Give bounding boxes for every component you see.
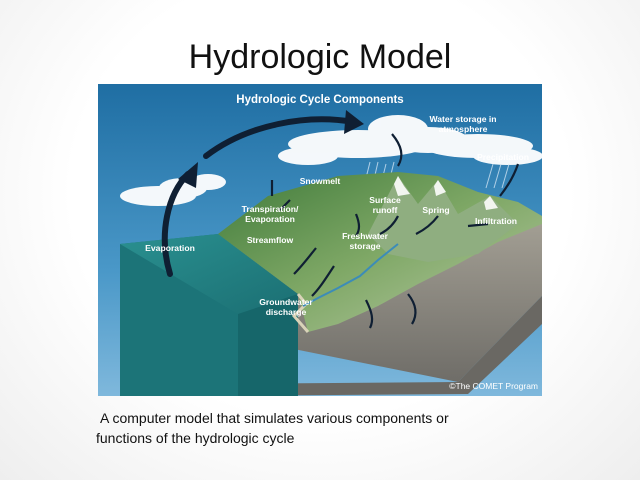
label-groundwater-line1: Groundwater bbox=[259, 297, 313, 307]
label-spring: Spring bbox=[422, 205, 449, 215]
label-precipitation: Precipitation bbox=[477, 152, 529, 162]
ocean-side bbox=[238, 294, 298, 396]
snowcap-3 bbox=[484, 196, 498, 210]
label-evaporation: Evaporation bbox=[145, 243, 195, 253]
diagram-title: Hydrologic Cycle Components bbox=[236, 94, 403, 106]
diagram-graphic: Hydrologic Cycle Components Water storag… bbox=[98, 84, 542, 396]
label-freshwater-line2: storage bbox=[349, 241, 380, 251]
label-groundwater-line2: discharge bbox=[266, 307, 307, 317]
label-transpiration-line2: Evaporation bbox=[245, 214, 295, 224]
process-arrows bbox=[270, 133, 520, 329]
caption-line-1: A computer model that simulates various … bbox=[100, 410, 449, 426]
snowcap-1 bbox=[394, 176, 410, 196]
arrowhead-evap-1 bbox=[178, 162, 198, 188]
label-streamflow: Streamflow bbox=[247, 235, 294, 245]
hydrologic-cycle-diagram: Hydrologic Cycle Components Water storag… bbox=[98, 84, 542, 396]
label-water-storage-line2: atmosphere bbox=[439, 124, 488, 134]
slide-caption: A computer model that simulates various … bbox=[96, 408, 556, 448]
label-water-storage-line1: Water storage in bbox=[429, 114, 496, 124]
label-infiltration: Infiltration bbox=[475, 216, 517, 226]
credit-text: ©The COMET Program bbox=[449, 381, 538, 391]
river bbox=[302, 243, 399, 307]
snowcap-2 bbox=[434, 180, 446, 196]
coastline bbox=[291, 293, 310, 333]
label-surface-runoff-line2: runoff bbox=[373, 205, 398, 215]
label-snowmelt: Snowmelt bbox=[300, 176, 341, 186]
slide-title: Hydrologic Model bbox=[188, 38, 452, 76]
label-freshwater-line1: Freshwater bbox=[342, 231, 389, 241]
arrowhead-evap-2 bbox=[344, 110, 364, 134]
mountains bbox=[368, 176, 518, 262]
clouds bbox=[120, 115, 542, 206]
label-transpiration-line1: Transpiration/ bbox=[242, 204, 299, 214]
evaporation-arrows bbox=[161, 116, 356, 277]
land-surface bbox=[218, 172, 542, 332]
label-surface-runoff-line1: Surface bbox=[369, 195, 401, 205]
caption-line-2: functions of the hydrologic cycle bbox=[96, 430, 295, 446]
